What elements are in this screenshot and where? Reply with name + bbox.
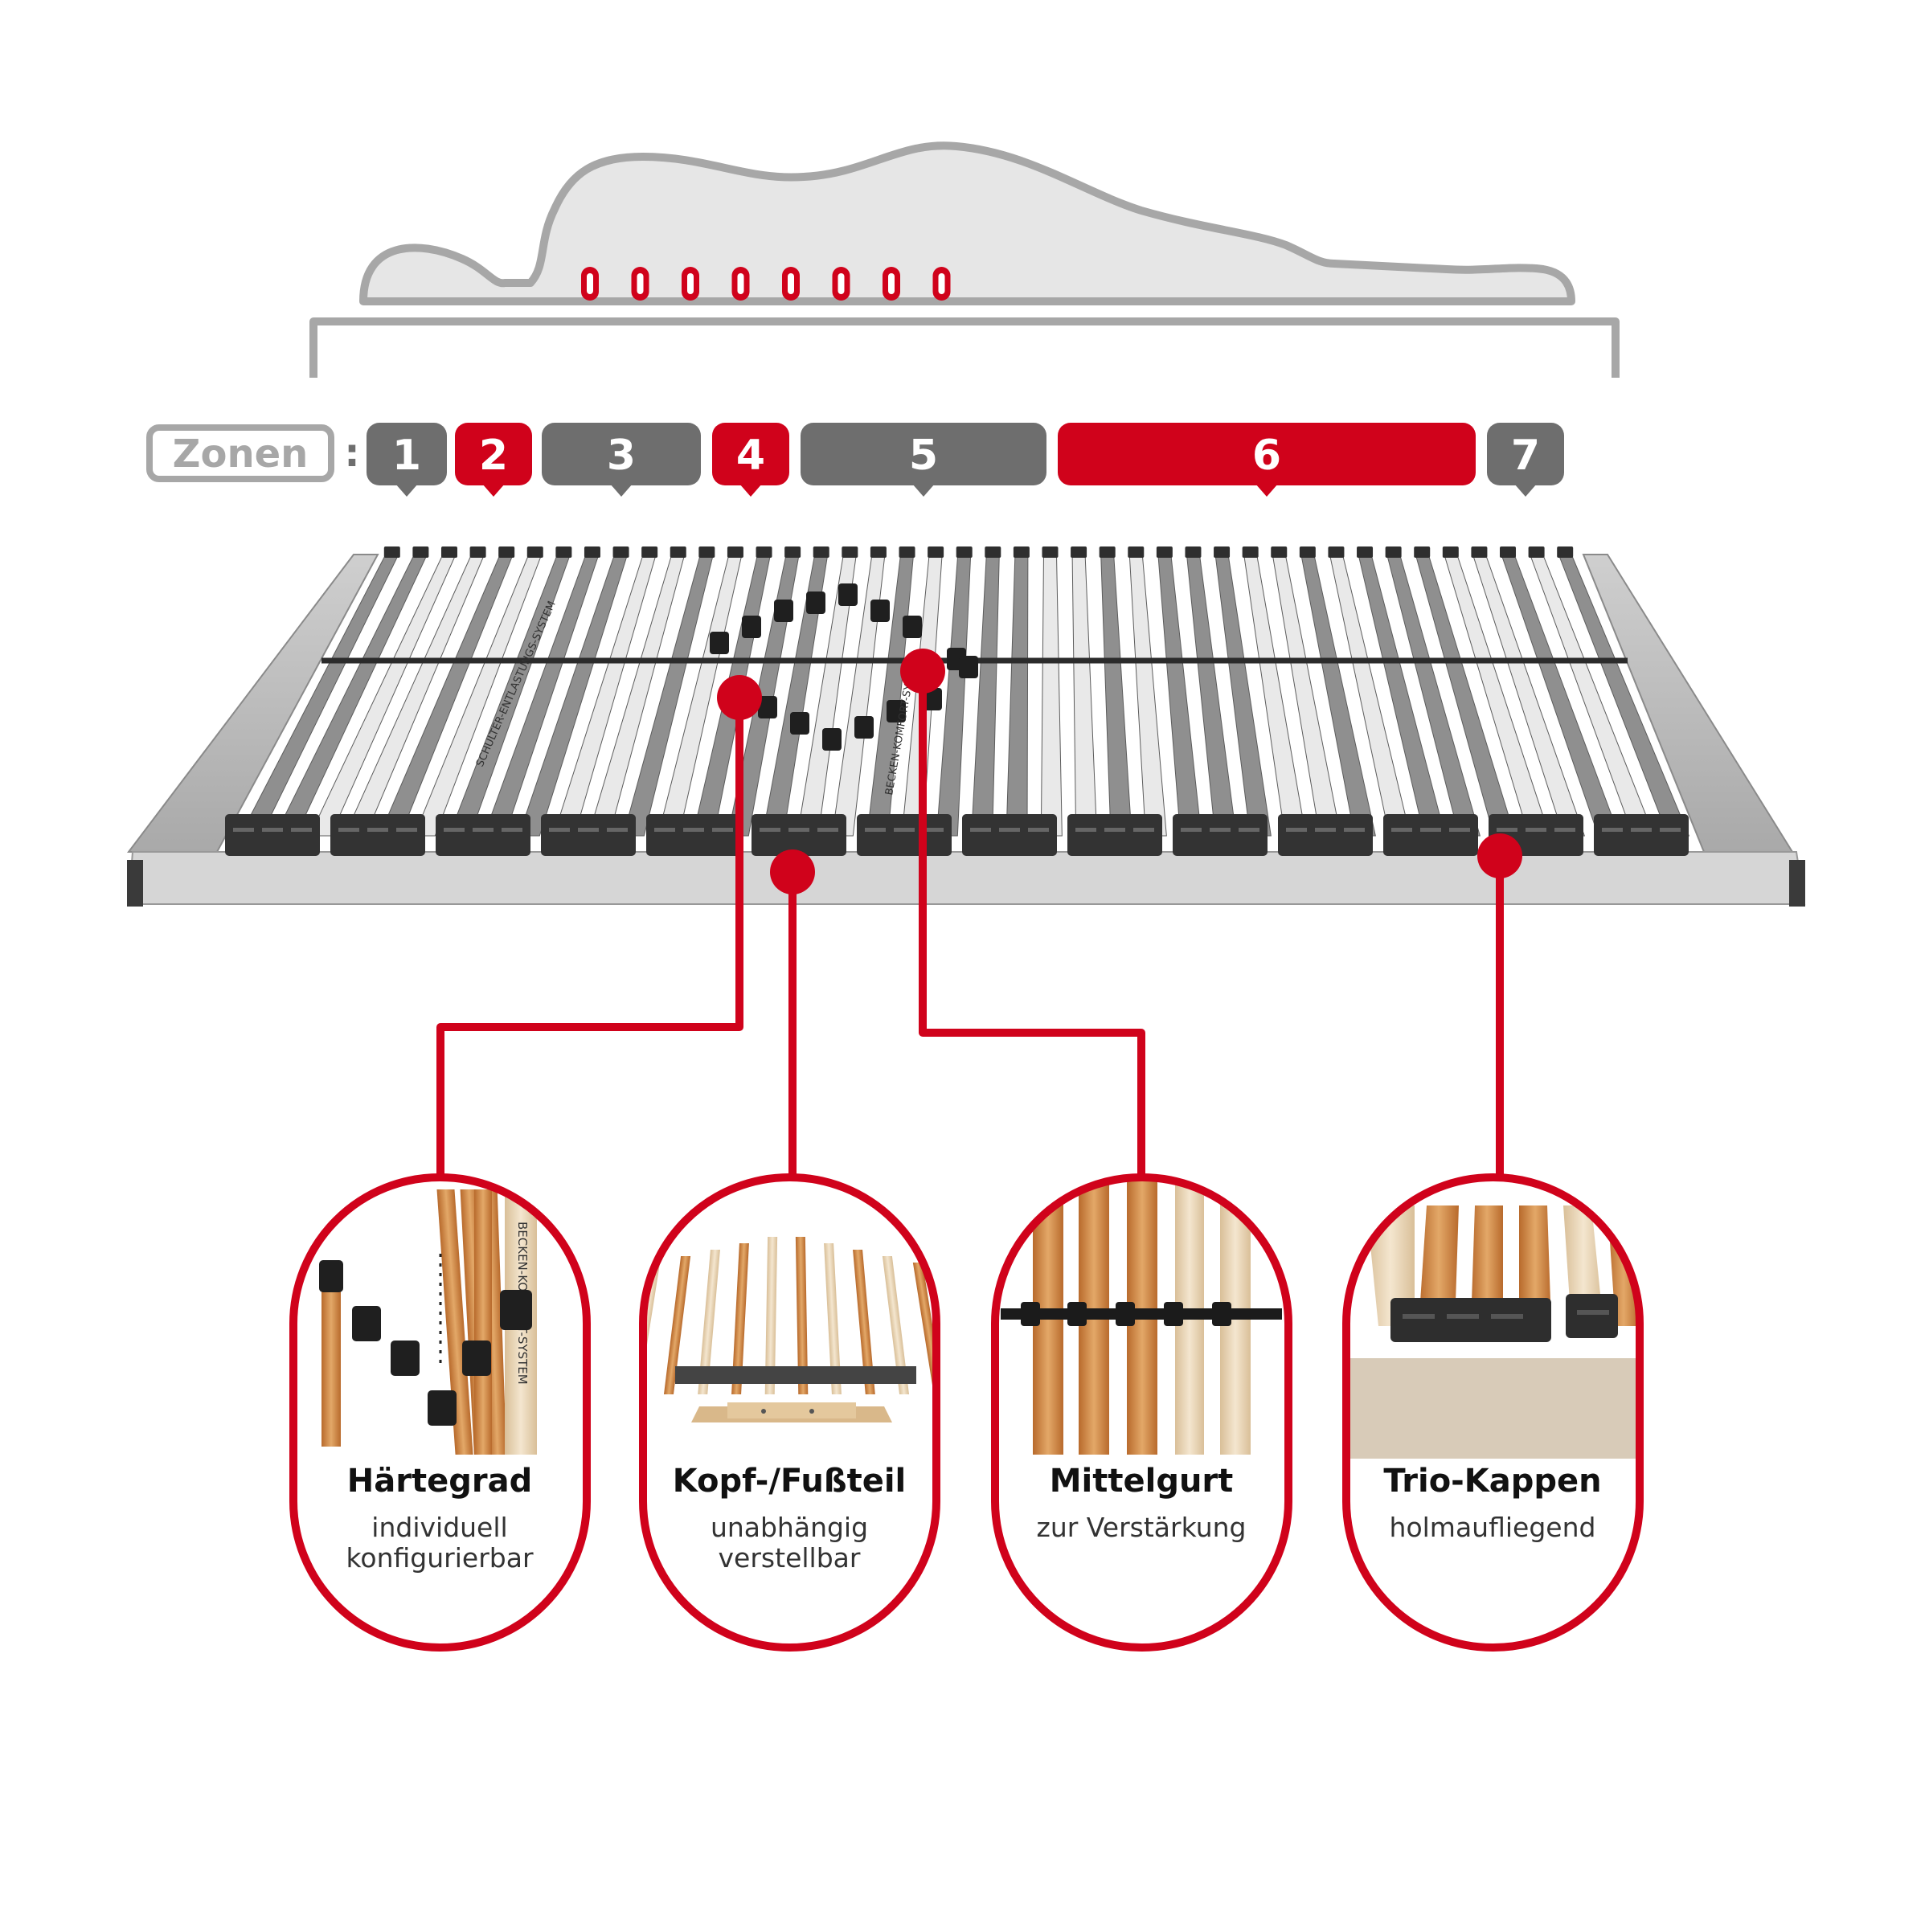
- feature-title-haertegrad: Härtegrad: [346, 1463, 533, 1500]
- slat: [1128, 554, 1167, 837]
- hardness-slider: [710, 632, 729, 654]
- trio-cap: [225, 814, 320, 856]
- zone-number: 5: [909, 432, 938, 480]
- right-side-rail: [1582, 554, 1794, 853]
- slatted-frame: SCHULTER-ENTLASTUNGS-SYSTEM BECKEN-KOMFO…: [126, 546, 1806, 907]
- trio-cap: [1067, 814, 1162, 856]
- hardness-slider: [790, 712, 809, 735]
- feature-card-mittelgurt: [991, 1173, 1292, 1652]
- trio-caps-icon: [1346, 1177, 1640, 1459]
- feature-subtitle-kopf-fussteil: unabhängig verstellbar: [645, 1512, 934, 1574]
- feature-subtitle-line: individuell: [371, 1512, 508, 1543]
- svg-text::: :: [344, 431, 359, 476]
- zone-chip-1: 1: [367, 423, 447, 497]
- feature-subtitle-haertegrad: individuell konfigurierbar: [295, 1512, 584, 1574]
- hardness-slider: [774, 600, 793, 622]
- feature-title-mittelgurt: Mittelgurt: [1049, 1463, 1234, 1500]
- slat-hardness-slider-icon: BECKEN-KOMFORT-SYSTEM: [293, 1177, 587, 1459]
- zone-number: 6: [1252, 432, 1281, 480]
- callout-line-mittelgurt: [919, 671, 1145, 1177]
- spine-markers: [581, 267, 951, 301]
- callout-dot-mittelgurt: [900, 649, 945, 694]
- slats: [239, 554, 1690, 837]
- hardness-slider: [838, 583, 858, 606]
- slat-caps: [225, 546, 1689, 856]
- callout-dot-haertegrad: [717, 675, 762, 720]
- zone-chip-2: 2: [455, 423, 532, 497]
- trio-cap: [752, 814, 846, 856]
- hardness-slider: [854, 716, 874, 739]
- zone-chips: 1 2 3 4 5 6 7: [367, 423, 1564, 497]
- zone-number: 4: [736, 432, 765, 480]
- trio-cap: [962, 814, 1057, 856]
- trio-cap: [1594, 814, 1689, 856]
- hardness-slider: [923, 688, 942, 710]
- callout-dots: [717, 649, 1522, 894]
- feature-subtitle-line: unabhängig: [710, 1512, 869, 1543]
- feature-card-kopf-fussteil: [639, 1173, 940, 1652]
- hardness-slider: [903, 616, 922, 638]
- slat: [1040, 554, 1063, 837]
- feature-subtitle-line: konfigurierbar: [346, 1542, 534, 1574]
- bed-length-bracket: [309, 317, 1620, 378]
- zones-label: Zonen :: [146, 424, 360, 482]
- trio-cap: [1383, 814, 1478, 856]
- zone-number: 2: [479, 432, 508, 480]
- hardness-slider: [887, 700, 906, 722]
- slat: [971, 554, 1000, 837]
- zone-chip-7: 7: [1487, 423, 1564, 497]
- hardness-slider: [870, 600, 890, 622]
- zone-number: 1: [392, 432, 421, 480]
- feature-subtitle-mittelgurt: zur Verstärkung: [997, 1512, 1286, 1543]
- left-end-cap: [127, 860, 143, 907]
- zone-number: 3: [607, 432, 636, 480]
- feature-card-haertegrad: BECKEN-KOMFORT-SYSTEM: [289, 1173, 591, 1652]
- callout-line-haertegrad: [436, 698, 743, 1177]
- hardness-slider: [758, 696, 777, 718]
- hardness-slider: [822, 728, 842, 751]
- center-strap-icon: [995, 1177, 1288, 1459]
- trio-cap: [646, 814, 741, 856]
- zone-chip-5: 5: [801, 423, 1046, 497]
- trio-cap: [857, 814, 952, 856]
- callout-lines: [436, 671, 1504, 1177]
- body-silhouette-icon: [359, 141, 1575, 305]
- slat: [1100, 554, 1132, 837]
- zone-chip-4: 4: [712, 423, 789, 497]
- feature-title-trio-kappen: Trio-Kappen: [1383, 1463, 1602, 1500]
- feature-subtitle-trio-kappen: holmaufliegend: [1348, 1512, 1637, 1543]
- feature-subtitle-line: zur Verstärkung: [1036, 1512, 1247, 1543]
- adjustable-head-foot-icon: [643, 1177, 936, 1459]
- callout-dot-kopf-fussteil: [770, 849, 815, 894]
- zone-chip-3: 3: [542, 423, 701, 497]
- slat: [1071, 554, 1098, 837]
- trio-cap: [1278, 814, 1373, 856]
- svg-text:Zonen: Zonen: [173, 432, 309, 477]
- hardness-slider: [806, 591, 825, 614]
- trio-cap: [1173, 814, 1268, 856]
- trio-cap: [541, 814, 636, 856]
- zone-number: 7: [1511, 432, 1540, 480]
- hardness-sliders: [710, 583, 978, 751]
- callout-dot-trio-kappen: [1477, 833, 1522, 878]
- right-end-cap: [1789, 860, 1805, 907]
- trio-cap: [436, 814, 530, 856]
- hardness-slider: [959, 656, 978, 678]
- zone-chip-6: 6: [1058, 423, 1476, 497]
- feature-subtitle-line: holmaufliegend: [1389, 1512, 1596, 1543]
- front-rail: [127, 851, 1806, 905]
- feature-title-kopf-fussteil: Kopf-/Fußteil: [672, 1463, 907, 1500]
- slat: [1005, 554, 1029, 837]
- trio-cap: [330, 814, 425, 856]
- feature-subtitle-line: verstellbar: [718, 1542, 861, 1574]
- feature-card-trio-kappen: [1342, 1173, 1644, 1652]
- hardness-slider: [742, 616, 761, 638]
